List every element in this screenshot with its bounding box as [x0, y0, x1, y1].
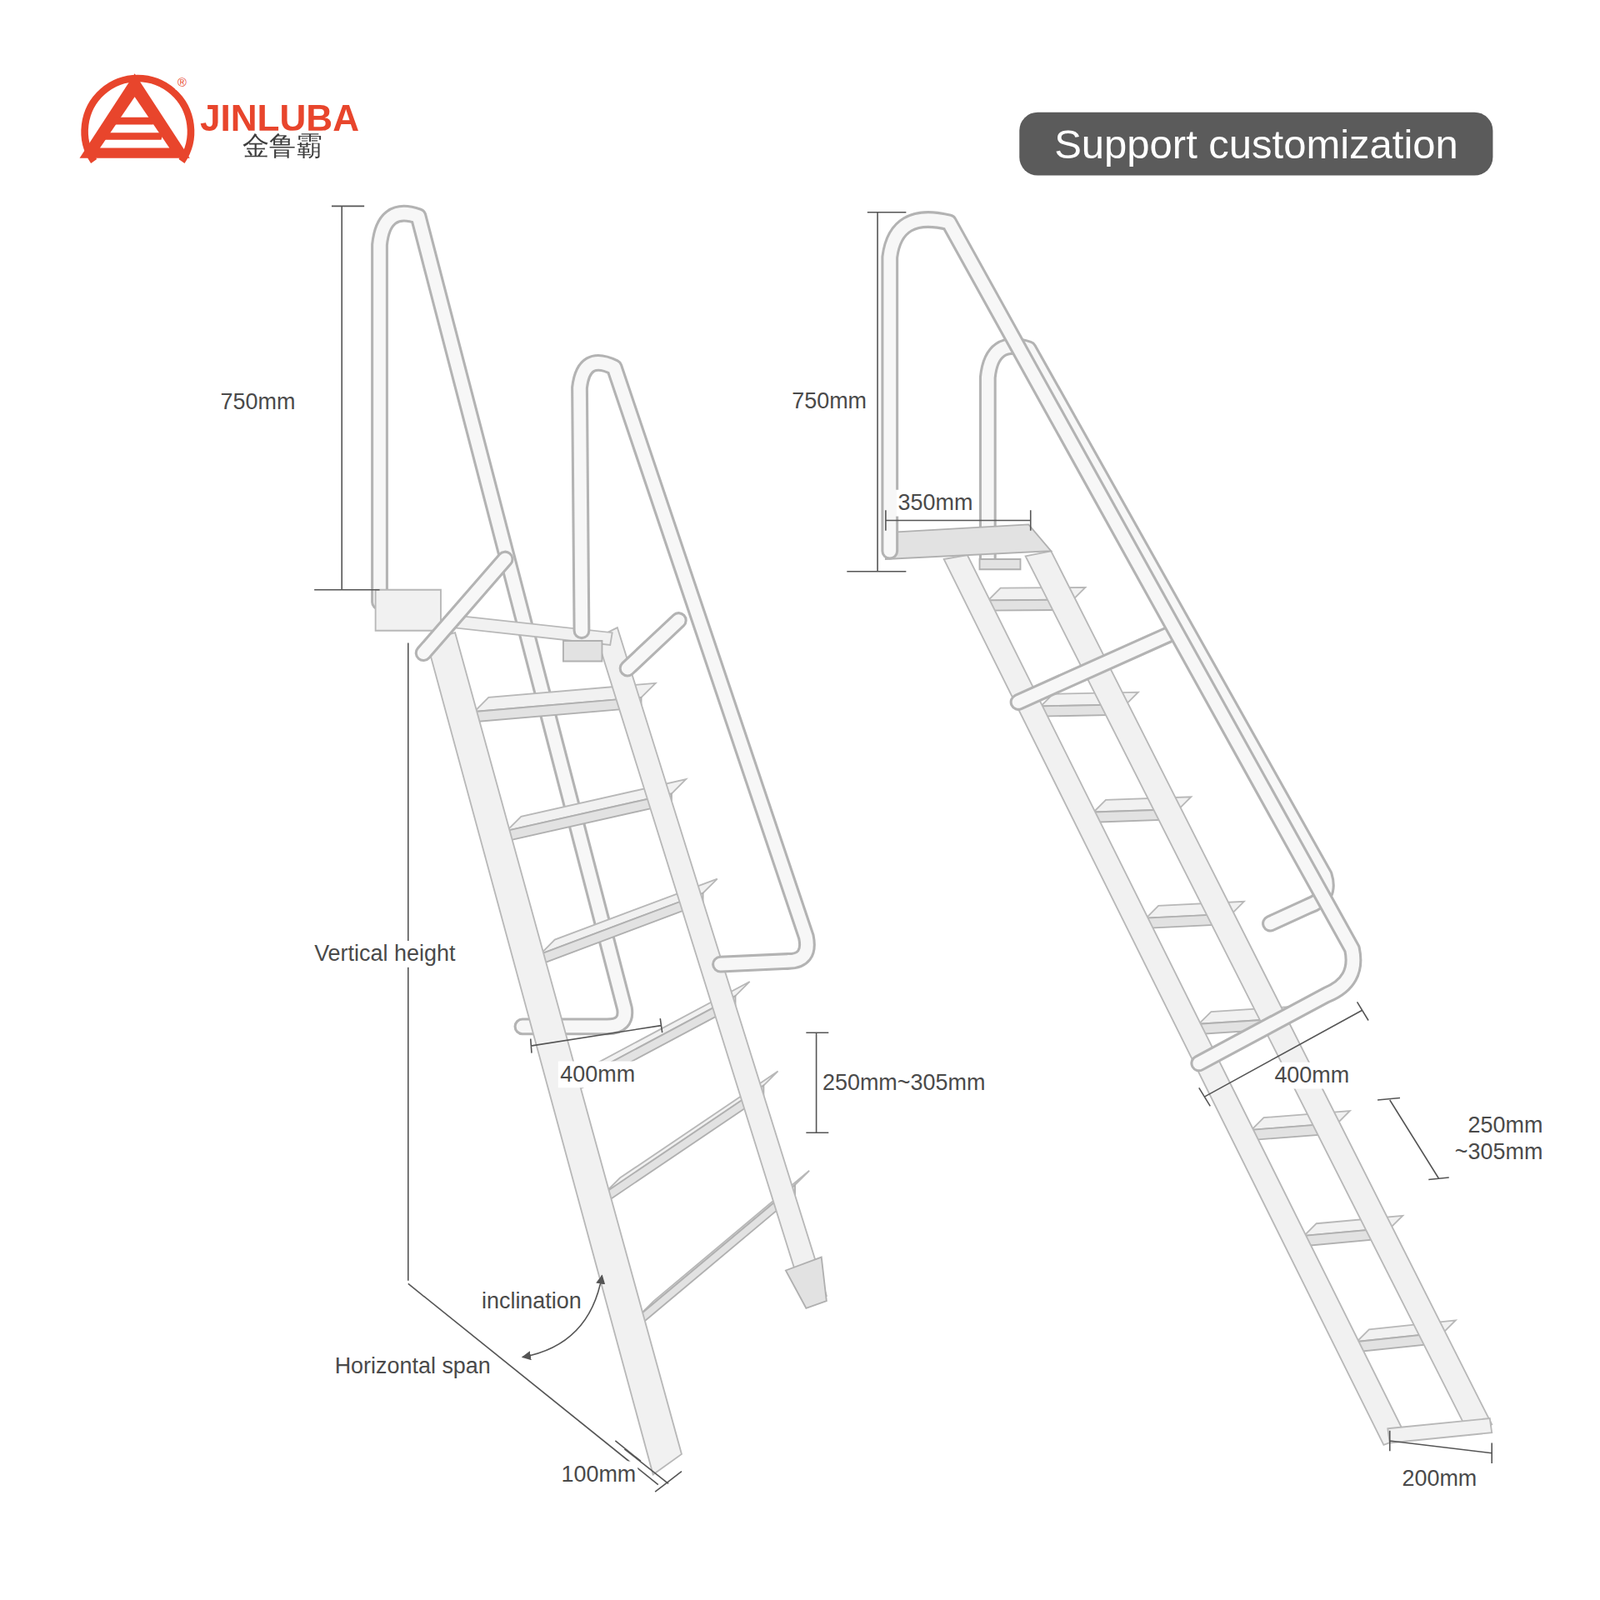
stringer	[944, 555, 1407, 1445]
bottom-rung	[1387, 1418, 1492, 1443]
dimension: 250mm~305mm	[820, 1069, 987, 1096]
dimension: 750mm	[218, 389, 298, 416]
left-ladder	[375, 213, 827, 1475]
strut	[627, 620, 679, 669]
tread	[605, 1085, 765, 1203]
handrail	[987, 345, 1326, 924]
dimension-line	[530, 1018, 663, 1054]
logo-bars	[104, 117, 164, 140]
dimension: 200mm	[1400, 1465, 1480, 1492]
cross-bar	[1018, 635, 1169, 703]
tread	[639, 1185, 795, 1326]
cross-bar	[1018, 635, 1169, 703]
strut	[627, 620, 679, 669]
mount-plate	[375, 590, 441, 631]
badge-text: Support customization	[1054, 120, 1459, 167]
badge-box: Support customization	[1020, 112, 1494, 176]
dimension: 400mm	[558, 1060, 638, 1088]
logo-triangle	[80, 73, 190, 159]
strut	[423, 559, 505, 654]
mount-plate	[980, 559, 1021, 570]
dimension-name: Horizontal span	[332, 1353, 493, 1380]
dimension: 750mm	[790, 387, 870, 415]
dimension-name: inclination	[480, 1287, 585, 1315]
handrail	[580, 362, 808, 965]
brand-name-chinese: 金鲁霸	[240, 130, 325, 163]
dimension: 350mm	[895, 490, 975, 517]
tread	[506, 793, 672, 841]
dimension-lines	[314, 205, 1492, 1492]
dimension: 250mm ~305mm	[1435, 1112, 1545, 1167]
dimension: 100mm	[559, 1460, 639, 1488]
logo-inner	[100, 96, 170, 148]
dimension-line	[408, 1283, 659, 1485]
dimension: 400mm	[1272, 1062, 1352, 1090]
handrail	[580, 362, 808, 965]
handrail	[890, 219, 1354, 1063]
registered-mark: ®	[175, 75, 190, 91]
mount-plate	[563, 640, 603, 661]
handrail	[987, 345, 1326, 924]
dimension-name: Vertical height	[312, 940, 458, 968]
stringer-foot	[785, 1257, 827, 1309]
tread	[540, 893, 704, 965]
dimension-line	[1199, 1001, 1369, 1106]
strut	[423, 559, 505, 654]
handrail	[890, 219, 1354, 1063]
dimension-line	[1390, 1430, 1492, 1464]
right-ladder	[885, 219, 1492, 1445]
dimension-line	[314, 205, 380, 590]
platform	[885, 524, 1051, 560]
logo	[80, 73, 191, 161]
stringer	[1025, 550, 1493, 1435]
